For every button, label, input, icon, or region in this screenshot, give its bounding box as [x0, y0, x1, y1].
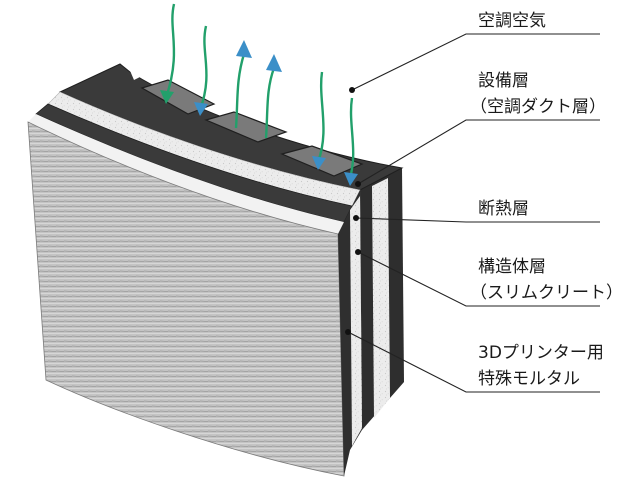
- leader-dot: [353, 215, 359, 221]
- label-insulation: 断熱層: [478, 199, 529, 219]
- leader-structure: [357, 251, 600, 307]
- air-in-arrow: [344, 97, 358, 186]
- label-structure-line1: 構造体層: [478, 257, 546, 277]
- end-insulation-strip: [372, 178, 390, 418]
- air-out-arrow: [264, 54, 282, 139]
- label-printed-line1: 3Dプリンター用: [478, 343, 604, 363]
- air-in-arrow: [194, 25, 208, 116]
- labels: 空調空気 設備層 （空調ダクト層） 断熱層 構造体層 （スリムクリート） 3Dプ…: [470, 11, 623, 389]
- air-in-arrow: [312, 71, 326, 170]
- label-equipment-line2: （空調ダクト層）: [470, 97, 606, 117]
- label-air: 空調空気: [478, 11, 546, 31]
- leader-air: [351, 33, 600, 91]
- air-flows: [160, 3, 358, 186]
- leader-dot: [345, 329, 351, 335]
- front-insulation-band: [350, 196, 362, 446]
- leader-dot: [349, 87, 355, 93]
- label-structure-line2: （スリムクリート）: [470, 283, 623, 303]
- leader-dot: [355, 181, 361, 187]
- duct-notch-1: [128, 60, 146, 80]
- gap-layer-top: [28, 114, 344, 234]
- label-printed-line2: 特殊モルタル: [478, 369, 580, 389]
- air-in-arrow: [160, 3, 176, 104]
- leader-dots: [345, 87, 361, 335]
- leader-dot: [355, 249, 361, 255]
- leader-insulation: [355, 217, 600, 223]
- air-out-arrow: [234, 40, 252, 129]
- wall-block: [27, 60, 404, 477]
- leader-lines: [347, 33, 600, 393]
- leader-printed: [347, 331, 600, 393]
- leader-equipment: [357, 119, 600, 185]
- label-equipment-line1: 設備層: [478, 71, 529, 91]
